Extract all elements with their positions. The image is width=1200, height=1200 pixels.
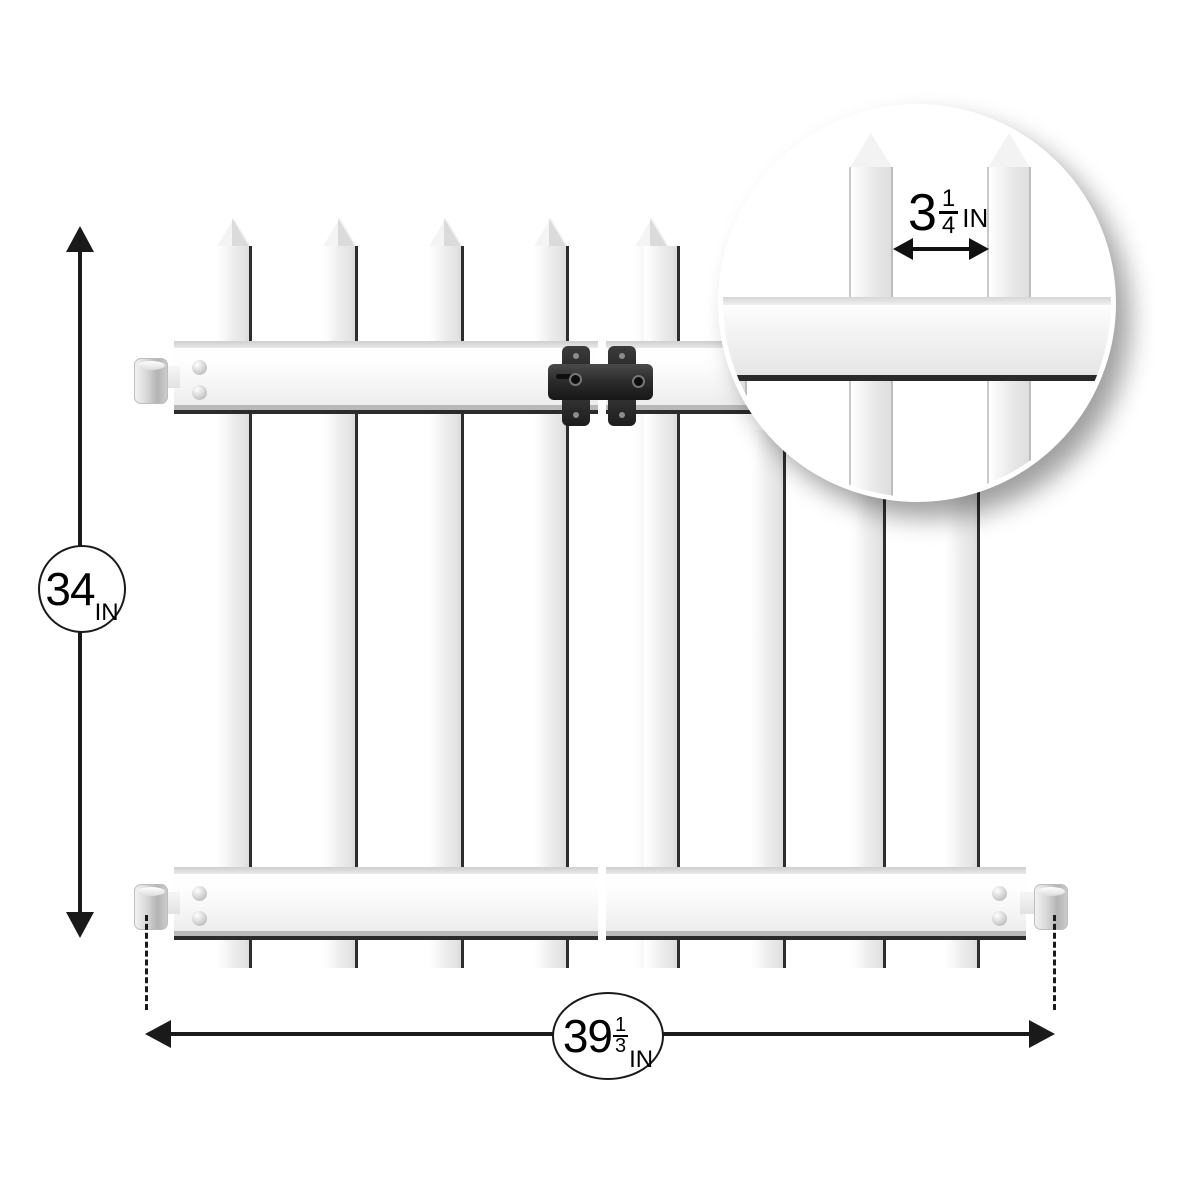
gap-dimension-line	[911, 247, 985, 251]
hinge-pin-bottom-right	[1034, 884, 1068, 930]
gap-arrow-right	[969, 238, 989, 260]
mag-top-rail	[723, 297, 1111, 381]
rail-screw	[192, 911, 207, 926]
latch-screw	[573, 353, 579, 359]
rail-screw	[192, 886, 207, 901]
gap-value: 3	[908, 184, 937, 242]
height-unit: IN	[94, 599, 119, 626]
latch-slot	[556, 374, 578, 379]
bottom-rail-right-shadow	[606, 936, 1026, 940]
picket-tip	[428, 218, 464, 248]
latch-screw	[619, 412, 625, 418]
hinge-pin-bottom-left	[134, 884, 168, 930]
bottom-rail-left-shadow	[174, 936, 598, 940]
latch-end-hole	[632, 375, 645, 388]
picket-tip	[634, 218, 670, 248]
latch-screw	[573, 412, 579, 418]
width-unit: IN	[629, 1046, 654, 1073]
dimension-arrow-left	[145, 1020, 171, 1048]
rail-screw	[992, 911, 1007, 926]
dimension-arrow-right	[1029, 1020, 1055, 1048]
picket-tip	[322, 218, 358, 248]
rail-screw	[192, 385, 207, 400]
rail-screw	[192, 360, 207, 375]
mag-picket-tip	[849, 133, 893, 169]
dimension-line-vertical	[78, 620, 82, 914]
picket-tip	[533, 218, 569, 248]
dimension-line-horizontal	[660, 1032, 1031, 1036]
bottom-rail-left	[174, 867, 598, 936]
dimension-arrow-up	[66, 226, 94, 252]
mag-picket-partial	[723, 379, 747, 497]
mag-picket-tip	[987, 133, 1031, 169]
latch-pin-hole	[569, 373, 582, 386]
top-rail-left-shadow	[174, 410, 598, 414]
extension-line-right	[1053, 915, 1056, 1010]
hinge-pin-top-left	[134, 358, 168, 404]
dimension-line-vertical	[78, 250, 82, 550]
gap-arrow-left	[893, 238, 913, 260]
gap-unit: IN	[962, 203, 989, 233]
latch-screw	[619, 353, 625, 359]
height-value: 34	[45, 563, 95, 615]
dimension-line-horizontal	[169, 1032, 553, 1036]
extension-line-left	[145, 915, 148, 1010]
dimension-arrow-down	[66, 912, 94, 938]
bottom-rail-right	[606, 867, 1026, 936]
picket-tip	[216, 218, 252, 248]
width-value: 39	[562, 1010, 613, 1062]
top-rail-left	[174, 341, 598, 410]
rail-screw	[992, 886, 1007, 901]
